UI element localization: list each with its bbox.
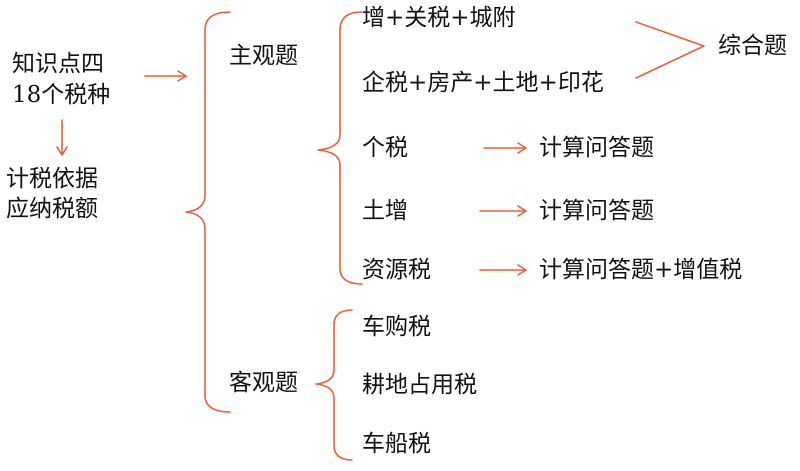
objective-item-1: 车购税 [362, 314, 431, 340]
objective-brace [315, 309, 353, 461]
subjective-item-3: 个税 [362, 135, 408, 161]
combined-chevron [635, 21, 705, 79]
objective-category: 客观题 [229, 370, 298, 396]
result-item-4: 计算问答题 [539, 198, 654, 224]
arrow-item-3 [483, 142, 527, 154]
objective-item-3: 车船税 [362, 431, 431, 457]
arrow-item-5 [479, 264, 527, 276]
result-item-5: 计算问答题+增值税 [539, 257, 743, 283]
arrow-root-down [56, 119, 68, 156]
root-sub-line2: 应纳税额 [6, 196, 98, 222]
main-brace [185, 11, 231, 413]
result-item-3: 计算问答题 [539, 135, 654, 161]
arrow-item-4 [479, 205, 527, 217]
subjective-item-5: 资源税 [362, 257, 431, 283]
root-title-line1: 知识点四 [12, 51, 104, 77]
subjective-category: 主观题 [229, 43, 298, 69]
objective-item-2: 耕地占用税 [362, 372, 477, 398]
subjective-brace [317, 11, 363, 285]
subjective-item-2: 企税+房产+土地+印花 [362, 70, 604, 96]
subjective-item-1: 增+关税+城附 [362, 5, 516, 31]
subjective-item-4: 土增 [362, 198, 408, 224]
combined-result: 综合题 [718, 33, 787, 59]
root-sub-line1: 计税依据 [6, 166, 98, 192]
arrow-root-to-subjective [144, 70, 187, 82]
root-title-line2: 18个税种 [12, 82, 111, 108]
